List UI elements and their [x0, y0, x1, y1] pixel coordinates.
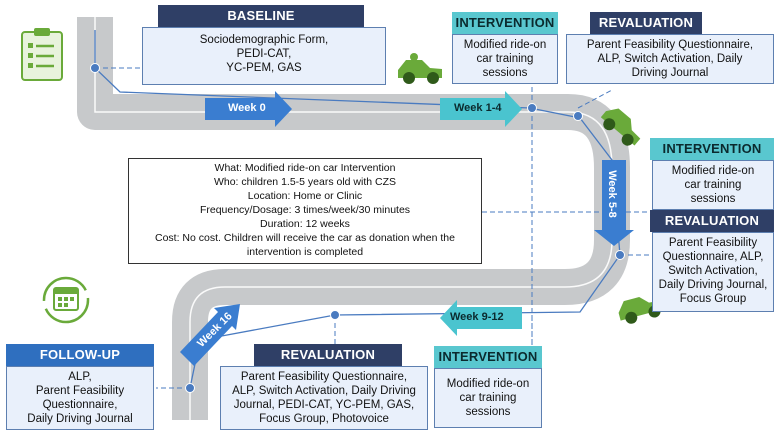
revaluation-top-line: Parent Feasibility Questionnaire, — [586, 39, 754, 51]
revaluation-right-line: Focus Group — [679, 293, 747, 305]
week-5-8-arrow — [594, 160, 634, 246]
week-9-12-label: Week 9-12 — [450, 311, 504, 323]
revaluation-top-line: Driving Journal — [631, 67, 709, 79]
intervention-bottom-line: car training — [459, 392, 517, 404]
baseline-line: YC-PEM, GAS — [226, 62, 302, 74]
info-cost: Cost: No cost. Children will receive the… — [155, 232, 455, 244]
calendar-icon — [42, 276, 90, 324]
road-center-line — [94, 17, 613, 420]
week-5-8-label: Week 5-8 — [605, 170, 618, 218]
revaluation-bottom-box: Parent Feasibility Questionnaire, ALP, S… — [220, 366, 428, 430]
week-1-4-label: Week 1-4 — [454, 102, 502, 114]
revaluation-top-box: Parent Feasibility Questionnaire, ALP, S… — [566, 34, 774, 84]
baseline-box: Sociodemographic Form, PEDI-CAT, YC-PEM,… — [142, 27, 386, 85]
revaluation-top-header: REVALUATION — [590, 12, 702, 34]
intervention-right-line: car training — [684, 179, 742, 191]
followup-line: Daily Driving Journal — [27, 413, 133, 425]
info-cost-continued: intervention is completed — [246, 246, 364, 258]
week-0-label: Week 0 — [228, 102, 266, 114]
revaluation-right-header: REVALUATION — [650, 210, 774, 232]
clipboard-icon — [21, 28, 63, 81]
revaluation-bottom-line: ALP, Switch Activation, Daily Driving — [232, 385, 416, 397]
baseline-header: BASELINE — [158, 5, 364, 27]
followup-line: Parent Feasibility — [35, 385, 125, 397]
followup-box: ALP, Parent Feasibility Questionnaire, D… — [6, 366, 154, 430]
intervention-top-line: car training — [476, 53, 534, 65]
intervention-right-line: Modified ride-on — [671, 165, 755, 177]
revaluation-right-line: Daily Driving Journal, — [658, 279, 768, 291]
intervention-bottom-line: sessions — [465, 406, 511, 418]
car-icon — [398, 53, 442, 84]
revaluation-right-line: Parent Feasibility — [668, 237, 758, 249]
baseline-line: PEDI-CAT, — [236, 48, 292, 60]
intervention-info-box: What: Modified ride-on car Intervention … — [128, 158, 482, 264]
week-1-4-arrow — [440, 91, 522, 127]
revaluation-right-line: Switch Activation, — [668, 265, 758, 277]
revaluation-top-line: ALP, Switch Activation, Daily — [597, 53, 743, 65]
info-duration: Duration: 12 weeks — [260, 218, 350, 230]
revaluation-right-line: Questionnaire, ALP, — [662, 251, 764, 263]
info-frequency: Frequency/Dosage: 3 times/week/30 minute… — [199, 204, 411, 216]
week-0-arrow — [205, 91, 292, 127]
intervention-top-line: Modified ride-on — [463, 39, 547, 51]
followup-line: ALP, — [68, 371, 92, 383]
followup-header: FOLLOW-UP — [6, 344, 154, 366]
baseline-line: Sociodemographic Form, — [199, 34, 329, 46]
intervention-right-line: sessions — [690, 193, 736, 205]
intervention-bottom-header: INTERVENTION — [434, 346, 542, 368]
week-16-arrow — [180, 304, 240, 366]
revaluation-bottom-line: Journal, PEDI-CAT, YC-PEM, GAS, — [233, 399, 415, 411]
intervention-bottom-box: Modified ride-on car training sessions — [434, 368, 542, 428]
intervention-top-line: sessions — [482, 67, 528, 79]
intervention-top-header: INTERVENTION — [452, 12, 558, 34]
intervention-right-header: INTERVENTION — [650, 138, 774, 160]
revaluation-right-box: Parent Feasibility Questionnaire, ALP, S… — [652, 232, 774, 312]
info-who: Who: children 1.5-5 years old with CZS — [213, 176, 397, 188]
week-9-12-arrow — [440, 300, 522, 336]
info-location: Location: Home or Clinic — [247, 190, 363, 202]
revaluation-bottom-line: Focus Group, Photovoice — [259, 413, 389, 425]
revaluation-bottom-header: REVALUATION — [254, 344, 402, 366]
intervention-right-box: Modified ride-on car training sessions — [652, 160, 774, 210]
route-nodes — [90, 63, 625, 393]
followup-line: Questionnaire, — [42, 399, 118, 411]
car-icon — [600, 108, 641, 146]
info-what: What: Modified ride-on car Intervention — [214, 162, 396, 174]
revaluation-bottom-line: Parent Feasibility Questionnaire, — [240, 371, 408, 383]
intervention-top-box: Modified ride-on car training sessions — [452, 34, 558, 84]
intervention-bottom-line: Modified ride-on — [446, 378, 530, 390]
